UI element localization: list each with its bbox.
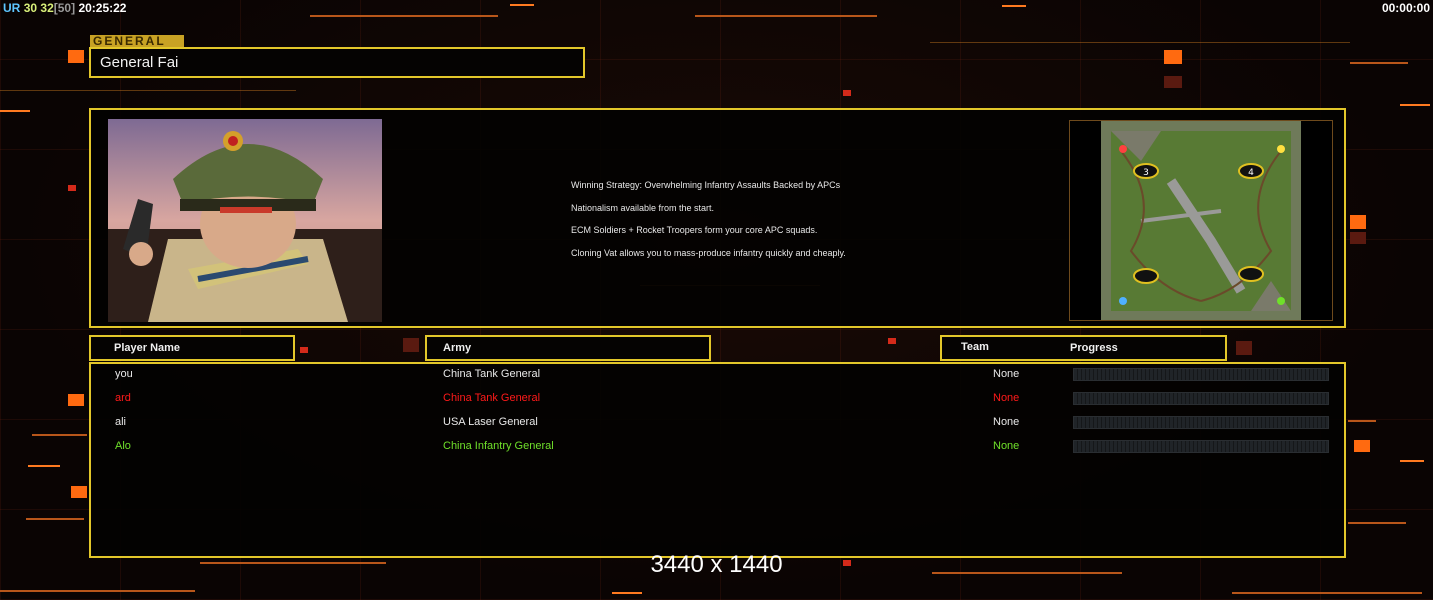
strategy-text: Winning Strategy: Overwhelming Infantry … bbox=[571, 180, 846, 270]
players-list: you China Tank General None ard China Ta… bbox=[89, 362, 1346, 558]
ur-label: UR bbox=[3, 1, 21, 15]
fps-limit: [50] bbox=[53, 1, 76, 15]
general-name: General Fai bbox=[100, 54, 179, 71]
fps-second: 32 bbox=[40, 1, 54, 15]
header-player-name-box: Player Name bbox=[89, 335, 295, 361]
game-timer: 00:00:00 bbox=[1381, 1, 1430, 15]
header-team-progress-box: Team Progress bbox=[940, 335, 1227, 361]
player-army: China Infantry General bbox=[443, 440, 554, 452]
resolution-label: 3440 x 1440 bbox=[650, 551, 783, 578]
player-army: USA Laser General bbox=[443, 416, 538, 428]
progress-bar bbox=[1073, 440, 1329, 453]
player-name: ali bbox=[115, 416, 127, 428]
player-row: you China Tank General None bbox=[91, 364, 1344, 388]
general-portrait bbox=[108, 119, 382, 322]
player-army: China Tank General bbox=[443, 368, 541, 380]
header-army: Army bbox=[443, 342, 472, 354]
spawn-label: 4 bbox=[1248, 168, 1254, 178]
general-info-panel: Winning Strategy: Overwhelming Infantry … bbox=[89, 108, 1346, 328]
player-name: you bbox=[115, 368, 133, 380]
player-name: Alo bbox=[115, 440, 131, 452]
player-army: China Tank General bbox=[443, 392, 541, 404]
progress-bar bbox=[1073, 416, 1329, 429]
hud-stats: UR 30 32[50] 20:25:22 bbox=[3, 1, 126, 15]
progress-bar bbox=[1073, 392, 1329, 405]
header-progress: Progress bbox=[1070, 342, 1118, 354]
header-player-name: Player Name bbox=[114, 342, 181, 354]
clock: 20:25:22 bbox=[78, 1, 127, 15]
header-team: Team bbox=[961, 341, 989, 353]
player-row: Alo China Infantry General None bbox=[91, 436, 1344, 460]
strategy-line: ECM Soldiers + Rocket Troopers form your… bbox=[571, 225, 818, 235]
spawn-label: 3 bbox=[1143, 168, 1149, 178]
player-row: ard China Tank General None bbox=[91, 388, 1344, 412]
player-team: None bbox=[993, 368, 1020, 380]
minimap-frame: 3 4 bbox=[1069, 120, 1333, 321]
strategy-line: Winning Strategy: Overwhelming Infantry … bbox=[571, 180, 841, 190]
player-name: ard bbox=[115, 392, 131, 404]
strategy-line: Cloning Vat allows you to mass-produce i… bbox=[571, 247, 846, 258]
player-team: None bbox=[993, 440, 1020, 452]
player-team: None bbox=[993, 416, 1020, 428]
progress-bar bbox=[1073, 368, 1329, 381]
general-tab-label: GENERAL bbox=[90, 35, 184, 48]
general-name-box: General Fai bbox=[89, 47, 585, 78]
player-team: None bbox=[993, 392, 1020, 404]
player-row: ali USA Laser General None bbox=[91, 412, 1344, 436]
header-army-box: Army bbox=[425, 335, 711, 361]
strategy-line: Nationalism available from the start. bbox=[571, 202, 715, 213]
minimap: 3 4 bbox=[1101, 121, 1301, 320]
fps-current: 30 bbox=[23, 1, 38, 15]
